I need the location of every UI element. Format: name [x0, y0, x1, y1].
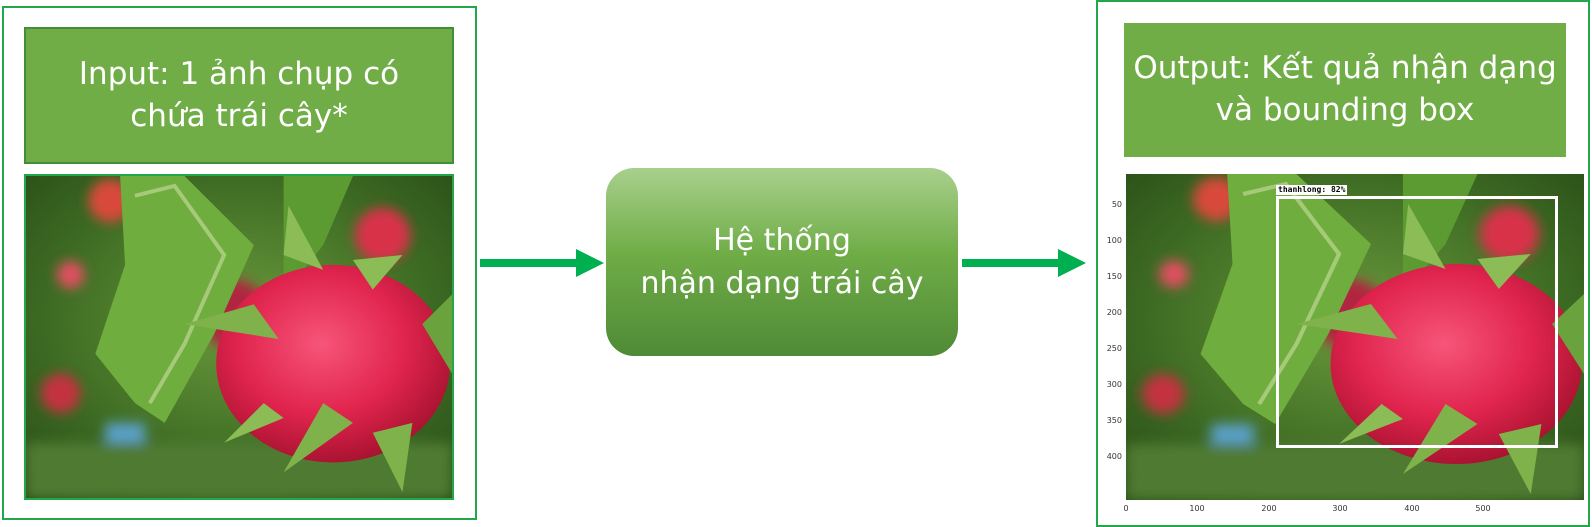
output-title-line2: và bounding box [1215, 92, 1475, 128]
x-tick-label: 500 [1475, 504, 1491, 513]
y-tick-label: 50 [1111, 200, 1122, 209]
input-title-box: Input: 1 ảnh chụp có chứa trái cây* [24, 27, 454, 164]
y-tick-label: 100 [1106, 236, 1122, 245]
bounding-box [1276, 196, 1558, 448]
y-tick-label: 250 [1106, 344, 1122, 353]
x-tick-label: 100 [1189, 504, 1205, 513]
arrow-system-to-output [962, 249, 1086, 277]
input-title-line1: Input: 1 ảnh chụp có [78, 55, 400, 92]
output-title-line1: Output: Kết quả nhận dạng [1133, 50, 1557, 87]
x-tick-label: 400 [1404, 504, 1420, 513]
detection-label: thanhlong: 82% [1276, 185, 1348, 195]
y-tick-label: 150 [1106, 272, 1122, 281]
input-photo [24, 174, 454, 500]
x-tick-label: 200 [1261, 504, 1277, 513]
recognition-system-box: Hệ thống nhận dạng trái cây [606, 168, 958, 356]
system-line2: nhận dạng trái cây [640, 266, 924, 301]
x-tick-label: 300 [1332, 504, 1348, 513]
x-tick-label: 0 [1123, 504, 1129, 513]
system-line1: Hệ thống [713, 222, 851, 258]
detection-plot: thanhlong: 82% 50 100 150 200 250 300 35… [1106, 174, 1584, 513]
output-title-box: Output: Kết quả nhận dạng và bounding bo… [1124, 23, 1566, 157]
output-photo [1126, 174, 1584, 500]
input-title-line2: chứa trái cây* [130, 97, 348, 134]
output-frame [1096, 0, 1590, 527]
input-frame [2, 6, 477, 520]
y-tick-label: 300 [1106, 380, 1122, 389]
y-tick-label: 350 [1106, 416, 1122, 425]
dragon-fruit-image-detected [1126, 174, 1584, 500]
dragon-fruit-image [26, 176, 452, 498]
arrow-input-to-system [480, 249, 604, 277]
y-tick-label: 400 [1106, 452, 1122, 461]
y-tick-label: 200 [1106, 308, 1122, 317]
